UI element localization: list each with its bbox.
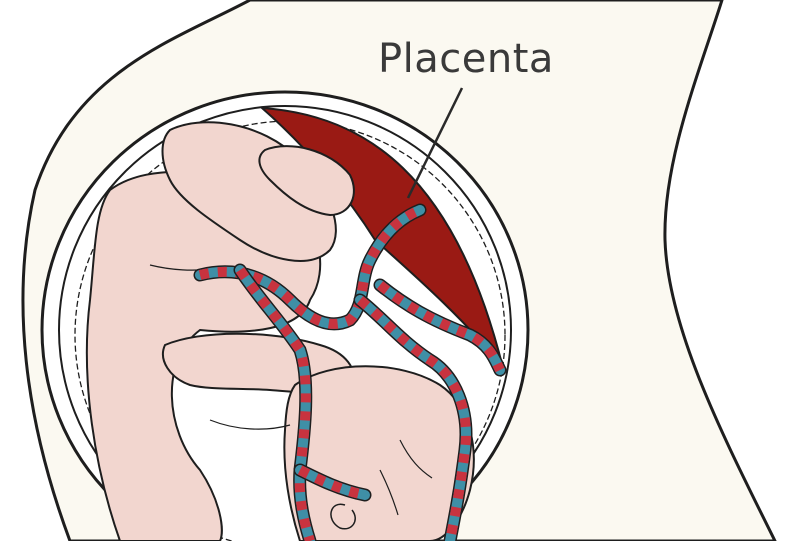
fetus-head — [284, 366, 473, 541]
placenta-label: Placenta — [378, 36, 554, 82]
